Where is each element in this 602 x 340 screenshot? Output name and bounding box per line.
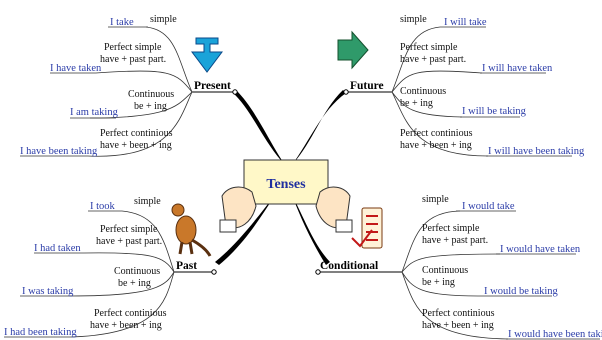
branch-past-label: Past <box>176 260 197 272</box>
present-perfect-simple-example: I have taken <box>50 63 102 74</box>
conditional-perfect-continuous-example: I would have been taking <box>508 329 602 340</box>
conditional-perfect-simple-structure-2: have + past part. <box>422 235 488 246</box>
present-perfect-continuous-structure-2: have + been + ing <box>100 140 172 151</box>
conditional-perfect-continuous-structure-1: Perfect continious <box>422 308 495 319</box>
future-perfect-continuous-structure-2: have + been + ing <box>400 140 472 151</box>
dinosaur-icon <box>171 203 212 257</box>
past-perfect-simple-structure-2: have + past part. <box>96 236 162 247</box>
future-simple-example: I will take <box>444 17 487 28</box>
future-fan-lines <box>391 26 572 157</box>
future-simple-structure: simple <box>400 14 427 25</box>
past-perfect-continuous-structure-1: Perfect continious <box>94 308 167 319</box>
conditional-continuous-structure-1: Continuous <box>422 265 468 276</box>
past-simple-example: I took <box>90 201 116 212</box>
present-simple-structure: simple <box>150 14 177 25</box>
conditional-continuous-example: I would be taking <box>484 286 559 297</box>
future-perfect-simple-structure-2: have + past part. <box>400 54 466 65</box>
branch-nodes <box>211 89 349 275</box>
present-continuous-structure-1: Continuous <box>128 89 174 100</box>
checklist-icon <box>351 207 383 249</box>
present-perfect-simple-structure-2: have + past part. <box>100 54 166 65</box>
present-fan-lines <box>20 26 193 157</box>
past-continuous-structure-1: Continuous <box>114 266 160 277</box>
down-arrow-icon <box>191 37 223 73</box>
present-perfect-simple-structure-1: Perfect simple <box>104 42 162 53</box>
conditional-simple-example: I would take <box>462 201 515 212</box>
past-continuous-example: I was taking <box>22 286 74 297</box>
conditional-simple-structure: simple <box>422 194 449 205</box>
future-perfect-continuous-example: I will have been taking <box>488 146 585 157</box>
future-continuous-example: I will be taking <box>462 106 527 117</box>
past-perfect-simple-structure-1: Perfect simple <box>100 224 158 235</box>
right-arrow-icon <box>337 30 369 70</box>
present-perfect-continuous-example: I have been taking <box>20 146 98 157</box>
future-continuous-structure-2: be + ing <box>400 98 433 109</box>
conditional-perfect-simple-structure-1: Perfect simple <box>422 223 480 234</box>
future-perfect-continuous-structure-1: Perfect continious <box>400 128 473 139</box>
past-perfect-continuous-structure-2: have + been + ing <box>90 320 162 331</box>
present-perfect-continuous-structure-1: Perfect continious <box>100 128 173 139</box>
past-perfect-simple-example: I had taken <box>34 243 81 254</box>
hands-holding-card-icon <box>219 159 353 233</box>
future-perfect-simple-example: I will have taken <box>482 63 553 74</box>
future-perfect-simple-structure-1: Perfect simple <box>400 42 458 53</box>
central-connectors <box>215 90 346 265</box>
past-continuous-structure-2: be + ing <box>118 278 151 289</box>
past-fan-lines <box>4 210 175 338</box>
present-simple-example: I take <box>110 17 134 28</box>
past-simple-structure: simple <box>134 196 161 207</box>
conditional-perfect-continuous-structure-2: have + been + ing <box>422 320 494 331</box>
present-continuous-example: I am taking <box>70 107 119 118</box>
center-title: Tenses <box>266 177 306 192</box>
conditional-perfect-simple-example: I would have taken <box>500 244 581 255</box>
future-continuous-structure-1: Continuous <box>400 86 446 97</box>
conditional-continuous-structure-2: be + ing <box>422 277 455 288</box>
branch-conditional-label: Conditional <box>320 260 378 272</box>
present-continuous-structure-2: be + ing <box>134 101 167 112</box>
past-perfect-continuous-example: I had been taking <box>4 327 77 338</box>
branch-present-label: Present <box>194 80 231 92</box>
branch-underlines <box>174 91 402 273</box>
conditional-fan-lines <box>401 210 600 340</box>
branch-future-label: Future <box>350 80 384 92</box>
